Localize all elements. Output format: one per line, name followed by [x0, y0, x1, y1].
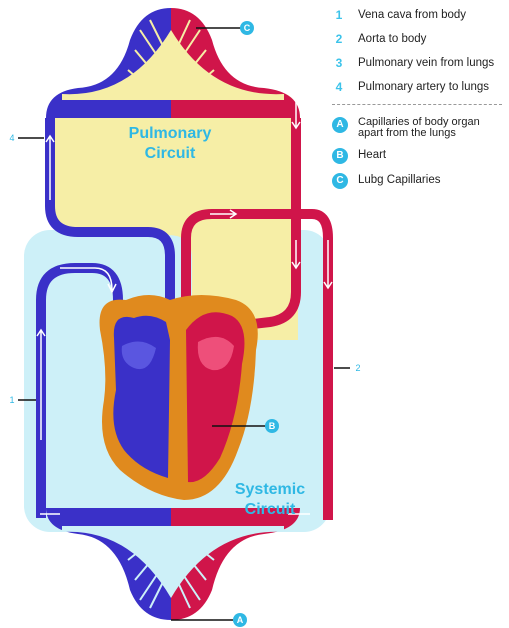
legend-num: 1 [332, 8, 346, 23]
legend-item-c: C Lubg Capillaries [332, 173, 504, 189]
legend-label: Lubg Capillaries [358, 173, 440, 188]
legend-item-3: 3 Pulmonary vein from lungs [332, 56, 504, 71]
badge-b: B [269, 421, 276, 431]
legend-num: 4 [332, 80, 346, 95]
legend-item-2: 2 Aorta to body [332, 32, 504, 47]
legend-item-1: 1 Vena cava from body [332, 8, 504, 23]
legend: 1 Vena cava from body 2 Aorta to body 3 … [332, 8, 504, 198]
legend-label: Vena cava from body [358, 8, 466, 23]
badge-c: C [244, 23, 251, 33]
legend-divider [332, 104, 502, 105]
legend-label: Aorta to body [358, 32, 426, 47]
legend-num: 2 [332, 32, 346, 47]
systemic-label-1: Systemic [235, 481, 305, 498]
legend-label: Pulmonary artery to lungs [358, 80, 489, 95]
systemic-label-2: Circuit [245, 501, 296, 518]
legend-label: Heart [358, 148, 386, 163]
marker-1: 1 [9, 395, 14, 405]
legend-badge-b: B [332, 148, 348, 164]
pulmonary-label-1: Pulmonary [129, 125, 212, 142]
legend-item-4: 4 Pulmonary artery to lungs [332, 80, 504, 95]
marker-4: 4 [9, 133, 14, 143]
legend-label: Pulmonary vein from lungs [358, 56, 494, 71]
legend-badge-a: A [332, 117, 348, 133]
legend-item-a: A Capillaries of body organ apart from t… [332, 117, 504, 139]
legend-item-b: B Heart [332, 148, 504, 164]
pulmonary-label-2: Circuit [145, 145, 196, 162]
legend-label: Capillaries of body organ apart from the… [358, 117, 504, 139]
legend-num: 3 [332, 56, 346, 71]
badge-a: A [237, 615, 244, 625]
legend-badge-c: C [332, 173, 348, 189]
marker-2: 2 [355, 363, 360, 373]
